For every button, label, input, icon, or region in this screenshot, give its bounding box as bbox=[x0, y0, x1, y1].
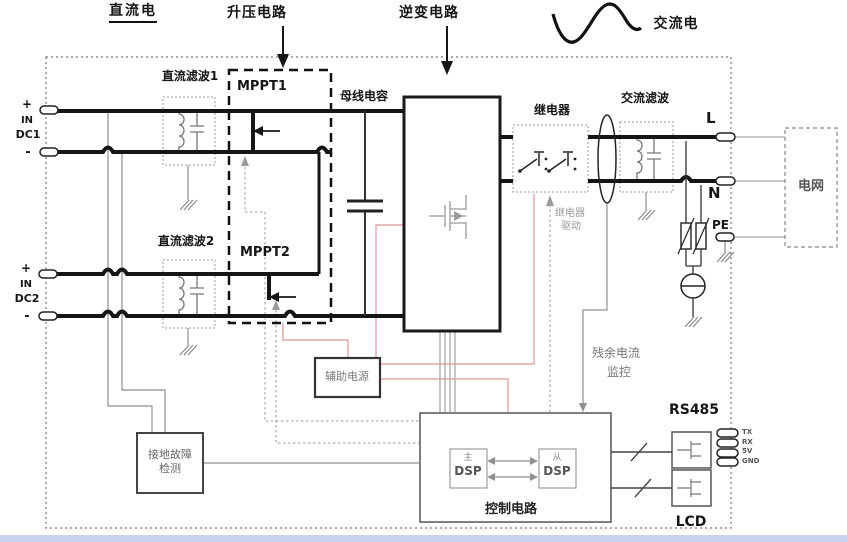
dsp-link-arrowheads bbox=[487, 457, 538, 481]
terminal-dc2-minus bbox=[38, 311, 58, 321]
aux-power-block bbox=[313, 356, 382, 399]
current-transformer bbox=[597, 114, 617, 204]
terminal-dc1-minus bbox=[39, 147, 59, 157]
bus-capacitor bbox=[347, 111, 383, 316]
label-aux-power: 辅助电源 bbox=[325, 370, 369, 383]
comm-buses bbox=[611, 442, 672, 498]
label-dc1-plus: + bbox=[21, 97, 33, 111]
relay-contacts bbox=[518, 151, 577, 173]
filter-boxes bbox=[162, 96, 674, 329]
aux-power-lines bbox=[282, 194, 535, 412]
ground-fault-block bbox=[136, 432, 204, 494]
label-pin-rx: RX bbox=[742, 438, 753, 446]
label-dc2-plus: + bbox=[20, 261, 32, 275]
pin-tx bbox=[716, 428, 739, 438]
label-rs485: RS485 bbox=[668, 402, 720, 418]
section-arrows bbox=[277, 26, 453, 75]
label-dc1-minus: - bbox=[25, 145, 31, 160]
surge-protection bbox=[677, 141, 710, 317]
label-master-dsp: DSP bbox=[454, 464, 482, 478]
label-dc2-minus: - bbox=[24, 309, 30, 324]
connector-glyphs bbox=[677, 441, 701, 497]
page-bottom-strip bbox=[0, 535, 847, 542]
label-slave-dsp: DSP bbox=[543, 464, 571, 478]
sine-wave-icon bbox=[551, 2, 642, 44]
pin-gnd bbox=[716, 457, 739, 467]
residual-arrowhead bbox=[579, 403, 587, 412]
label-grid: 电网 bbox=[797, 179, 825, 194]
label-pin-gnd: GND bbox=[742, 457, 760, 465]
master-dsp-block bbox=[449, 448, 488, 489]
label-relay-drive-1: 继电器 bbox=[555, 208, 585, 219]
label-ground-fault-2: 检测 bbox=[159, 462, 181, 475]
enclosure-outline bbox=[45, 56, 732, 529]
label-relay-drive-2: 驱动 bbox=[561, 221, 581, 232]
label-residual-1: 残余电流 bbox=[591, 346, 641, 360]
label-relay: 继电器 bbox=[533, 103, 571, 117]
sense-lines bbox=[107, 111, 785, 464]
label-ac-filter: 交流滤波 bbox=[620, 91, 670, 105]
label-lcd: LCD bbox=[675, 514, 707, 530]
label-dc2-name: DC2 bbox=[14, 292, 40, 305]
label-dc1-name: DC1 bbox=[15, 128, 41, 141]
terminal-n bbox=[715, 176, 736, 186]
terminal-pe bbox=[715, 232, 735, 242]
terminal-dc1-plus bbox=[39, 105, 59, 115]
ac-filter-box bbox=[619, 121, 674, 193]
terminal-dc2-plus bbox=[38, 269, 58, 279]
label-dc-power: 直流电 bbox=[109, 4, 157, 23]
drive-lines bbox=[244, 162, 551, 444]
mppt-box bbox=[227, 68, 333, 325]
igbt-arrow bbox=[454, 211, 463, 221]
label-line-pe: PE bbox=[712, 218, 729, 232]
filter-internals bbox=[178, 111, 661, 316]
label-slave-dsp-cn: 从 bbox=[552, 453, 562, 463]
label-residual-2: 监控 bbox=[606, 365, 632, 379]
label-ac-power: 交流电 bbox=[653, 16, 699, 32]
label-mppt1: MPPT1 bbox=[237, 79, 287, 94]
relay-drive-arrow bbox=[546, 195, 554, 206]
label-boost: 升压电路 bbox=[227, 5, 287, 21]
dsp-links bbox=[492, 460, 533, 478]
label-dc-filter1: 直流滤波1 bbox=[161, 69, 219, 83]
label-pin-5v: 5V bbox=[742, 447, 753, 455]
label-mppt2: MPPT2 bbox=[240, 245, 290, 260]
label-inverter-section: 逆变电路 bbox=[399, 5, 459, 21]
label-control: 控制电路 bbox=[484, 502, 538, 517]
inverter-block bbox=[402, 95, 502, 333]
label-dc2-in: IN bbox=[19, 279, 33, 290]
terminal-l bbox=[715, 132, 736, 142]
pin-5v bbox=[716, 448, 739, 458]
label-line-n: N bbox=[708, 184, 721, 202]
label-master-dsp-cn: 主 bbox=[463, 453, 473, 463]
dc-filter2-box bbox=[162, 259, 216, 329]
label-dc-filter2: 直流滤波2 bbox=[157, 234, 215, 248]
label-line-l: L bbox=[706, 109, 716, 127]
mppt-diodes bbox=[253, 126, 296, 302]
label-bus-cap: 母线电容 bbox=[339, 89, 389, 103]
mppt1-drive-arrow bbox=[241, 156, 249, 166]
label-pin-tx: TX bbox=[742, 428, 753, 436]
label-ground-fault-1: 接地故障 bbox=[148, 448, 192, 461]
relay-box bbox=[512, 124, 589, 193]
slave-dsp-block bbox=[538, 448, 577, 489]
dc-filter1-box bbox=[162, 96, 216, 166]
mppt2-drive-arrow bbox=[272, 300, 280, 310]
power-buses bbox=[50, 109, 718, 318]
terminals bbox=[38, 105, 739, 467]
pin-rx bbox=[716, 438, 739, 448]
label-dc1-in: IN bbox=[20, 115, 34, 126]
grid-box bbox=[784, 127, 838, 248]
